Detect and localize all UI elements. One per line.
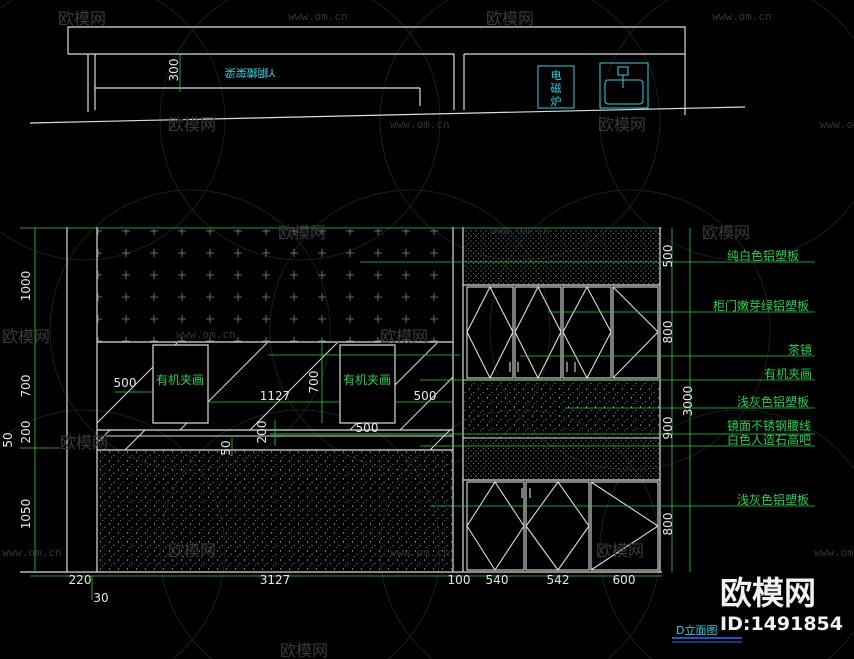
dim-bottom-100: 100: [448, 573, 471, 587]
svg-text:欧模网: 欧模网: [702, 223, 750, 242]
sink-symbol: [599, 62, 649, 109]
dim-inner-500b: 500: [414, 389, 437, 403]
svg-text:欧模网: 欧模网: [58, 9, 106, 28]
svg-text:欧模网: 欧模网: [2, 327, 50, 346]
dim-right-800: 800: [661, 321, 675, 344]
glass-label-1: 有机夹画: [156, 373, 204, 387]
dim-left-1000: 1000: [19, 271, 33, 302]
callout-6: 镜面不锈钢腰线: [727, 418, 811, 433]
callout-4: 有机夹画: [764, 367, 812, 381]
svg-text:www.om.cn: www.om.cn: [390, 118, 450, 131]
svg-text:www.om.cn: www.om.cn: [176, 328, 236, 341]
dim-inner-700: 700: [307, 371, 321, 394]
stove-label-1: 电: [551, 69, 562, 82]
svg-text:www.om.cn: www.om.cn: [814, 546, 854, 559]
callout-3: 茶镜: [788, 342, 812, 357]
svg-text:www.om.cn: www.om.cn: [712, 10, 772, 23]
right-top-panel: [464, 229, 659, 285]
dim-bottom-542: 542: [547, 573, 570, 587]
right-counter-panel: [464, 439, 659, 479]
dim-right-800b: 800: [661, 513, 675, 536]
dim-bottom-540: 540: [486, 573, 509, 587]
bar-band: [97, 430, 451, 450]
dim-bottom-220: 220: [69, 573, 92, 587]
dim-bottom-600: 600: [613, 573, 636, 587]
hood-mirrored-text: Y鋼鐵架梁: [225, 66, 277, 80]
dim-bottom-3127: 3127: [260, 573, 291, 587]
svg-text:欧模网: 欧模网: [60, 433, 108, 452]
stove-symbol: 电 磁 炉: [537, 65, 575, 109]
lower-cabinets: [466, 480, 660, 572]
callout-leaders: [270, 261, 815, 507]
plan-view: [29, 26, 746, 124]
drawing-title: D立面图: [676, 623, 717, 637]
callout-7: 白色人造石高吧: [727, 432, 811, 447]
callout-5: 浅灰色铝塑板: [737, 394, 809, 409]
dim-inner-50: 50: [219, 440, 233, 455]
svg-text:欧模网: 欧模网: [280, 641, 328, 659]
upper-cabinets: [466, 285, 659, 380]
svg-text:www.om.cn: www.om.cn: [390, 546, 450, 559]
stove-label-3: 炉: [551, 95, 562, 108]
glass-panels: [152, 344, 396, 424]
callout-2: 柜门嫩芽绿铝塑板: [713, 298, 809, 313]
svg-text:欧模网: 欧模网: [168, 115, 216, 134]
upper-wall-panel: [97, 229, 453, 342]
dim-left-1050: 1050: [19, 499, 33, 530]
dim-left-700: 700: [19, 375, 33, 398]
svg-text:www.om.cn: www.om.cn: [820, 118, 854, 131]
dim-inner-1127: 1127: [260, 389, 291, 403]
stove-label-2: 磁: [551, 82, 562, 95]
logo-id: ID:1491854: [720, 613, 843, 635]
watermarks: 欧模网 欧模网 欧模网 欧模网 欧模网 欧模网 欧模网 欧模网 欧模网 欧模网 …: [2, 9, 854, 659]
svg-text:欧模网: 欧模网: [596, 541, 644, 560]
dim-right-900: 900: [661, 417, 675, 440]
svg-text:欧模网: 欧模网: [486, 9, 534, 28]
dim-bottom-30: 30: [93, 591, 108, 605]
dim-right-3000: 3000: [681, 386, 695, 417]
right-middle-panel: [464, 381, 659, 438]
svg-text:欧模网: 欧模网: [598, 115, 646, 134]
svg-text:www.om.cn: www.om.cn: [2, 546, 62, 559]
svg-text:欧模网: 欧模网: [278, 223, 326, 242]
lower-wall-panel: [98, 451, 452, 571]
svg-text:www.om.cn: www.om.cn: [288, 10, 348, 23]
logo-name: 欧模网: [720, 574, 816, 612]
svg-text:www.om.cn: www.om.cn: [490, 224, 550, 237]
dim-right-500: 500: [661, 245, 675, 268]
dim-inner-500a: 500: [114, 376, 137, 390]
callout-1: 纯白色铝塑板: [727, 248, 799, 263]
dim-left-200: 200: [19, 421, 33, 444]
svg-text:欧模网: 欧模网: [380, 327, 428, 346]
dim-inner-200: 200: [255, 421, 269, 444]
dim-left-50: 50: [1, 432, 15, 447]
glass-label-2: 有机夹画: [343, 373, 391, 387]
callout-8: 浅灰色铝塑板: [737, 492, 809, 507]
svg-text:欧模网: 欧模网: [168, 541, 216, 560]
dimension-lines: [20, 228, 691, 600]
mirror-band: [97, 343, 453, 430]
dim-inner-500c: 500: [356, 421, 379, 435]
hood-dimension: 300: [167, 59, 181, 82]
